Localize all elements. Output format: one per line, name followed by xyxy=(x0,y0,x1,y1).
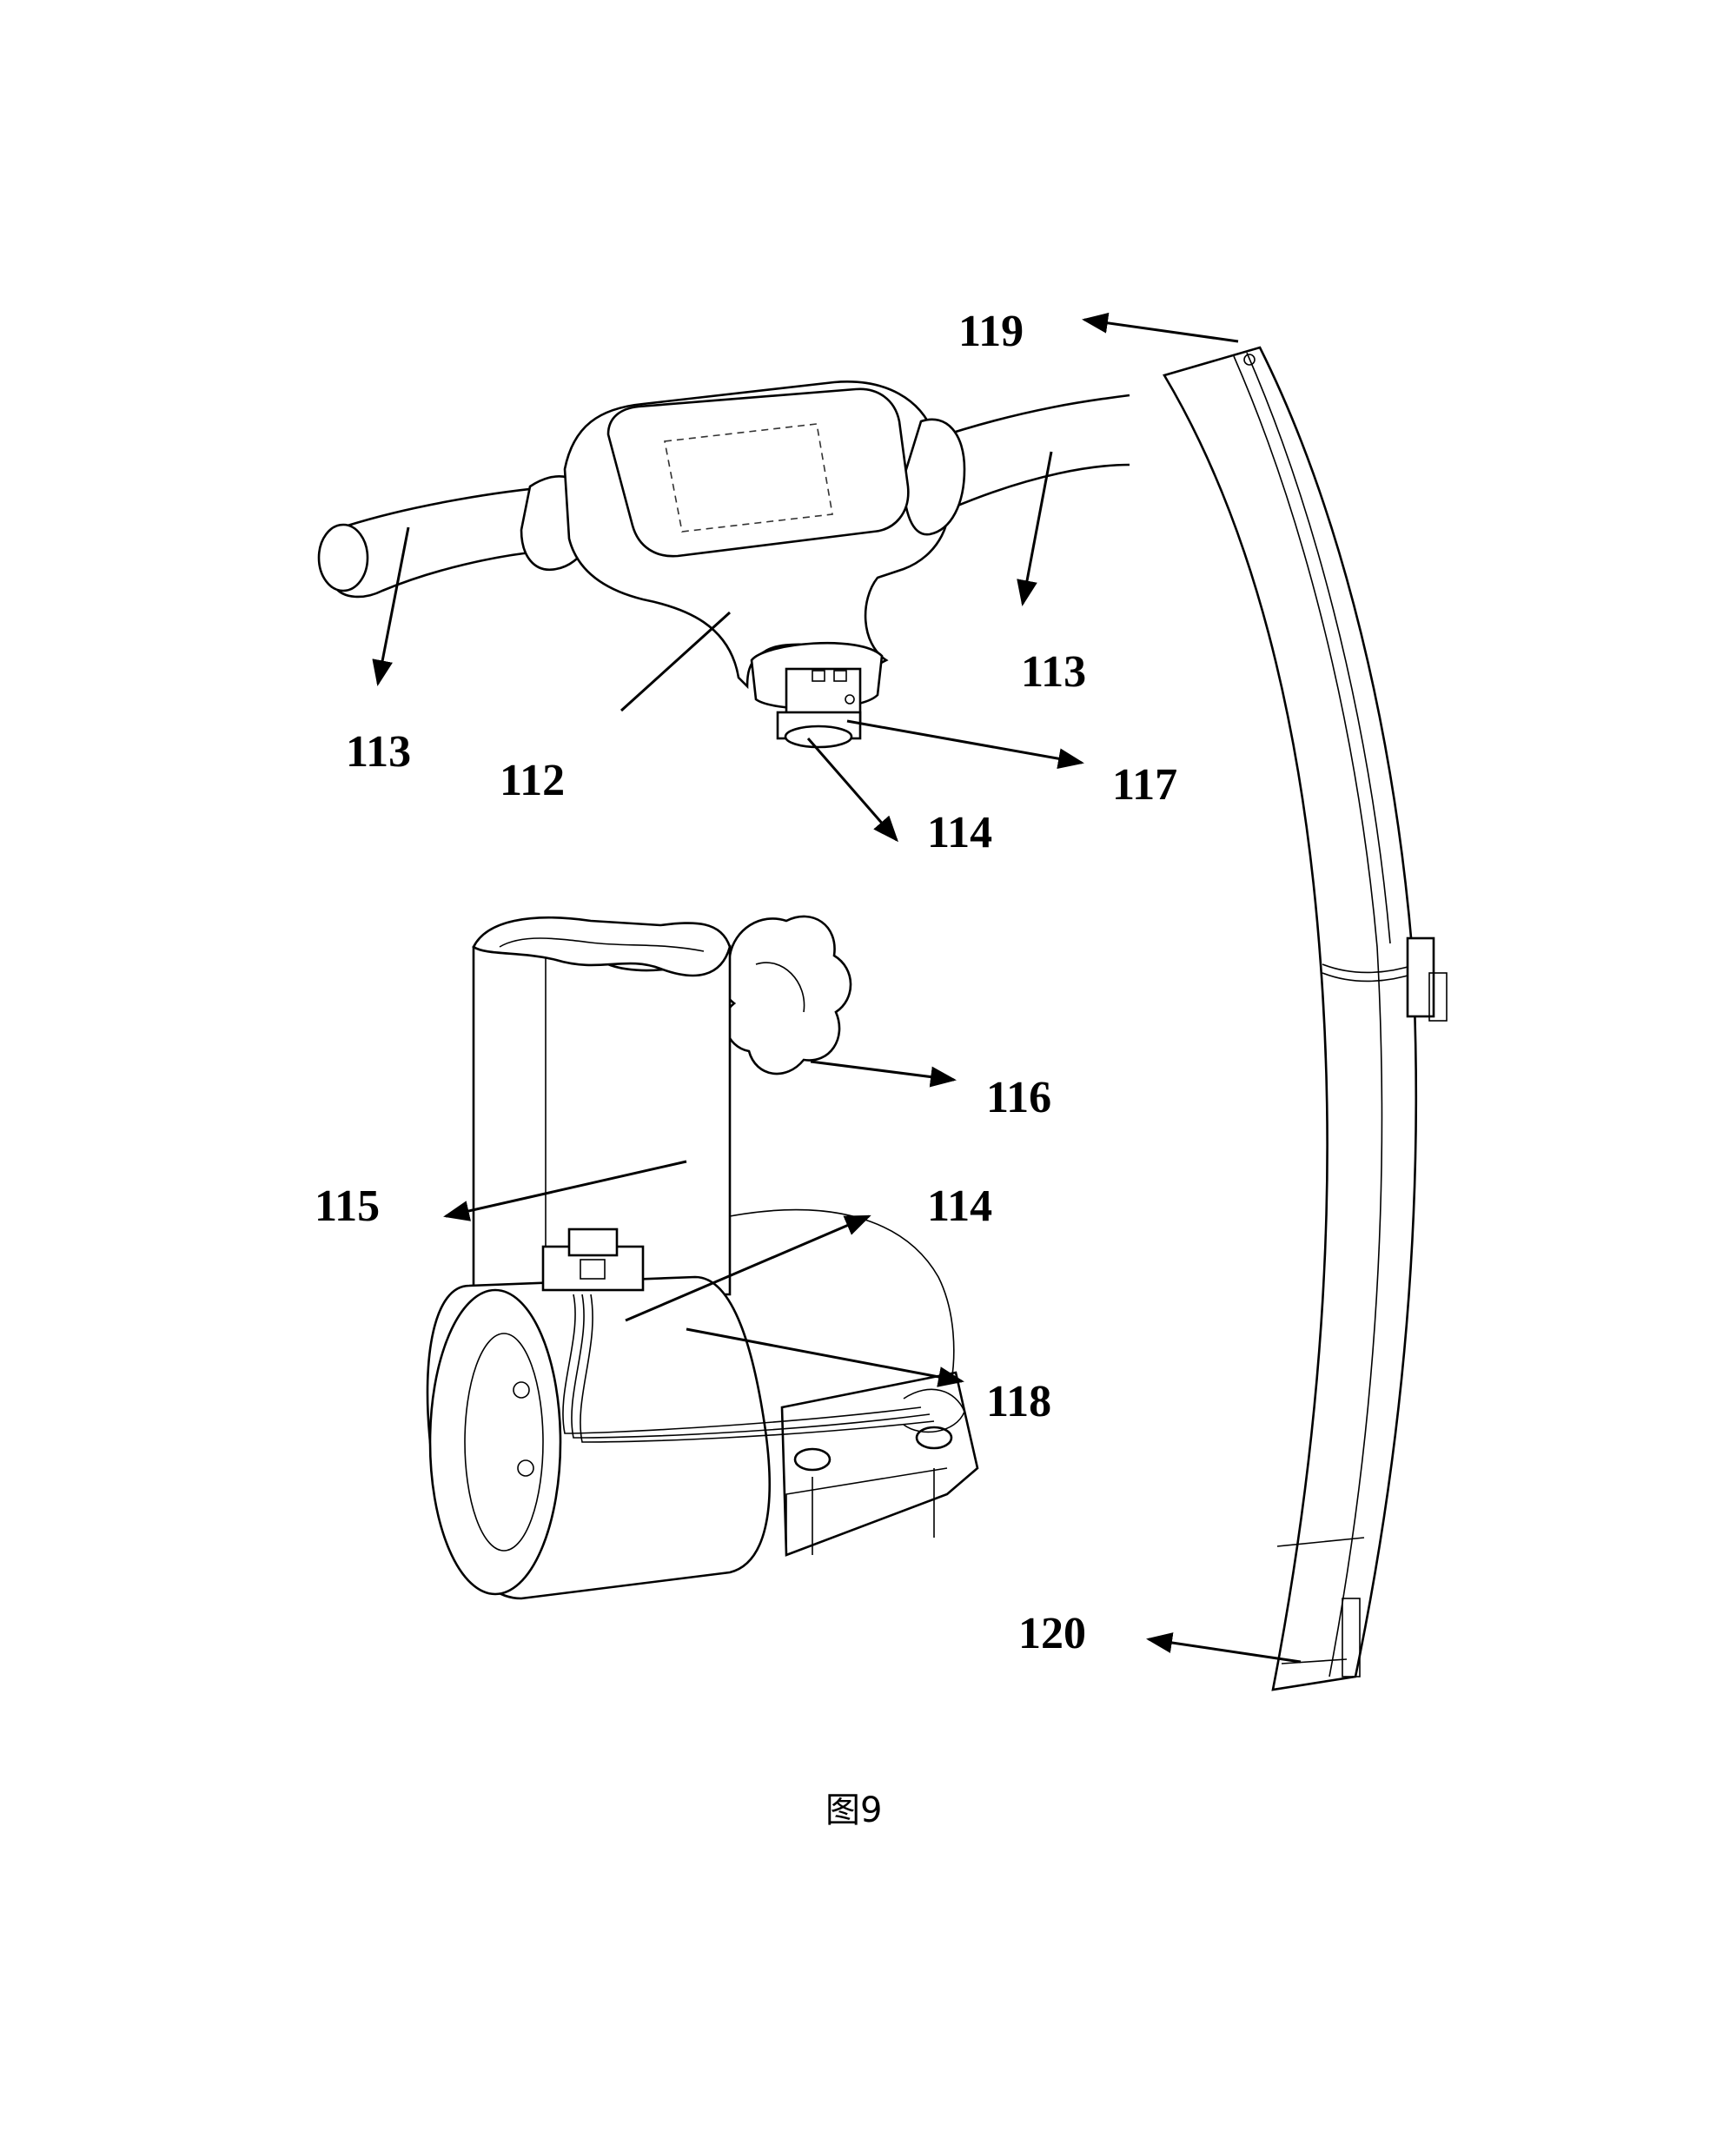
label-120: 120 xyxy=(1018,1609,1086,1658)
label-114-mid: 114 xyxy=(927,1181,992,1231)
leader-120 xyxy=(1146,1632,1302,1664)
label-114-top: 114 xyxy=(927,808,992,857)
leader-112 xyxy=(620,611,732,712)
label-117: 117 xyxy=(1112,760,1177,810)
leader-117 xyxy=(846,719,1084,770)
reference-numerals: 119 113 113 112 117 114 116 115 114 118 … xyxy=(315,307,1177,1658)
leader-119 xyxy=(1082,312,1239,343)
label-113-right: 113 xyxy=(1021,647,1086,697)
leader-116 xyxy=(810,1060,957,1088)
leader-lines xyxy=(372,312,1302,1664)
label-112: 112 xyxy=(500,756,565,805)
leader-114-mid xyxy=(625,1214,871,1322)
leader-118 xyxy=(686,1327,964,1387)
label-116: 116 xyxy=(986,1073,1051,1122)
stem-clamp-assembly xyxy=(426,915,979,1600)
handlebar-assembly xyxy=(317,380,1130,749)
label-118: 118 xyxy=(986,1377,1051,1426)
leader-113-left xyxy=(372,526,410,686)
label-113-left: 113 xyxy=(346,727,411,777)
label-119: 119 xyxy=(958,307,1024,356)
leader-114-top xyxy=(806,738,898,843)
label-115: 115 xyxy=(315,1181,380,1231)
figure-caption: 图9 xyxy=(825,1790,882,1830)
leader-115 xyxy=(443,1160,687,1221)
leader-113-right xyxy=(1017,451,1053,606)
curved-stem-tube xyxy=(1163,346,1448,1691)
